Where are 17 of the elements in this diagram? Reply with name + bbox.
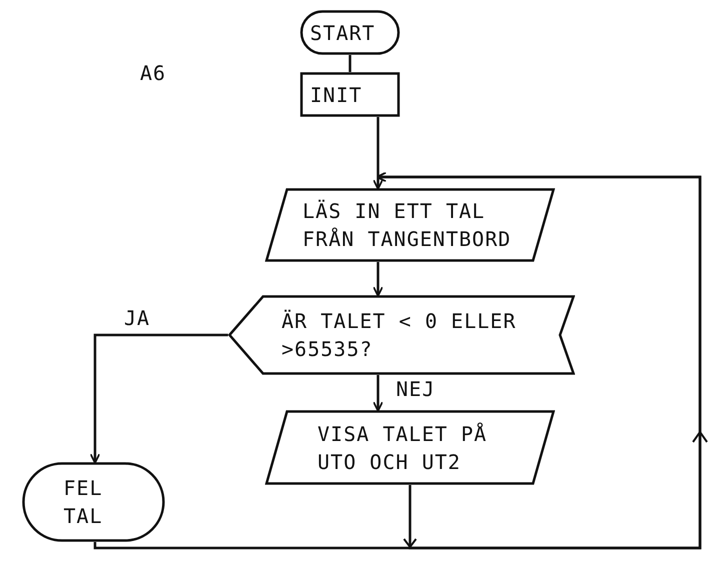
- process-box: [300, 72, 400, 117]
- arrow: [372, 375, 384, 412]
- node-text: START: [310, 20, 376, 46]
- node-text: ÄR TALET < 0 ELLER >65535?: [282, 308, 518, 363]
- io-parallelogram: [265, 410, 555, 485]
- diagram-label: A6: [140, 60, 166, 87]
- node-text: FEL TAL: [64, 475, 104, 530]
- terminal-shape: [300, 10, 400, 55]
- loop-back-arrow: [94, 172, 708, 550]
- node-text: VISA TALET PÅ UTO OCH UT2: [318, 420, 488, 476]
- arrow: [372, 117, 384, 190]
- decision-hexagon: [228, 295, 575, 375]
- arrow: [90, 334, 228, 464]
- io-parallelogram: [265, 188, 555, 262]
- node-text: INIT: [310, 82, 364, 108]
- node-text: LÄS IN ETT TAL FRÅN TANGENTBORD: [302, 198, 512, 253]
- arrow: [372, 262, 384, 297]
